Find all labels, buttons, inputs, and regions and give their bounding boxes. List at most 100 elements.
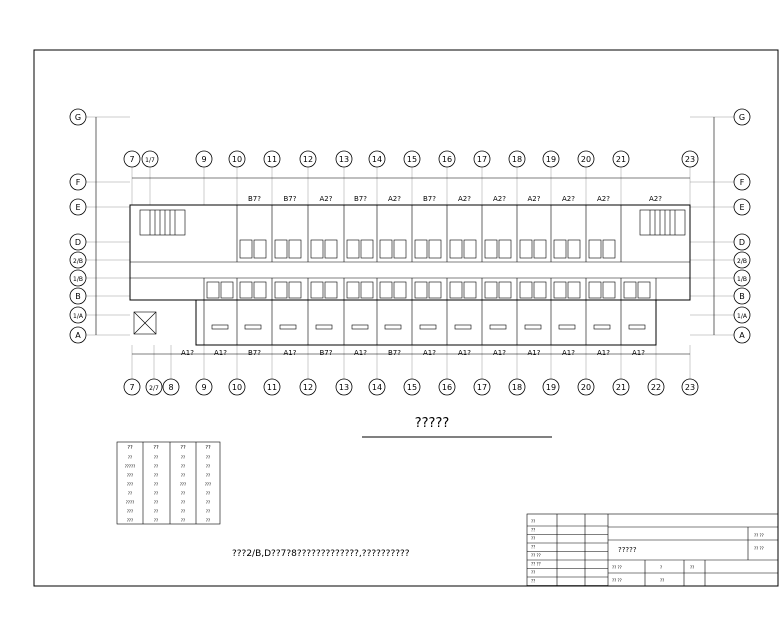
room-label: A2?: [493, 195, 506, 203]
axis-label: A: [75, 331, 81, 340]
bathroom-block: [463, 281, 477, 299]
axis-label: 7: [129, 383, 134, 392]
column-axis-bubble: 9: [195, 150, 213, 168]
column-axis-bubble: 11: [263, 378, 281, 396]
room-label: A2?: [458, 195, 471, 203]
legend-cell: ??: [206, 518, 210, 523]
legend-cell: ??: [154, 491, 158, 496]
axis-label: 14: [372, 155, 382, 164]
room-label: A1?: [632, 349, 645, 357]
bathroom-block: [567, 281, 581, 299]
column-axis-bubble: 7: [123, 378, 141, 396]
room-label: A2?: [320, 195, 333, 203]
row-axis-bubble: F: [733, 173, 751, 191]
drawing-note: ???2/B,D??7?8?????????????,??????????: [232, 549, 410, 559]
bathroom-block: [253, 281, 267, 299]
room-label: A1?: [493, 349, 506, 357]
title-block-label: ?? ??: [531, 562, 541, 567]
window-sill: [489, 324, 507, 330]
axis-label: A: [739, 331, 745, 340]
room-label: A1?: [214, 349, 227, 357]
axis-label: 2/B: [737, 258, 747, 265]
row-axis-bubble: 1/B: [733, 269, 751, 287]
bathroom-block: [449, 281, 463, 299]
bathroom-block: [498, 281, 512, 299]
column-axis-bubble: 10: [228, 150, 246, 168]
bathroom-block: [428, 281, 442, 299]
bathroom-block: [533, 239, 547, 259]
axis-label: 10: [232, 155, 242, 164]
column-axis-bubble: 20: [577, 150, 595, 168]
legend-header: ??: [205, 445, 211, 451]
column-axis-bubble: 16: [438, 378, 456, 396]
room-label: A2?: [649, 195, 662, 203]
bathroom-block: [239, 239, 253, 259]
row-axis-bubble: F: [69, 173, 87, 191]
row-axis-bubble: G: [733, 108, 751, 126]
axis-label: B: [75, 292, 81, 301]
axis-label: 9: [201, 155, 206, 164]
bathroom-block: [288, 281, 302, 299]
legend-header: ??: [180, 445, 186, 451]
legend-cell: ??: [206, 455, 210, 460]
bathroom-block: [414, 281, 428, 299]
row-axis-bubble: A: [733, 326, 751, 344]
bathroom-block: [498, 239, 512, 259]
axis-label: 21: [616, 383, 626, 392]
legend-cell: ??: [128, 491, 132, 496]
row-axis-bubble: 1/A: [69, 306, 87, 324]
axis-label: E: [75, 203, 80, 212]
axis-label: 17: [477, 155, 487, 164]
legend-cell: ??: [154, 509, 158, 514]
bathroom-block: [346, 281, 360, 299]
legend-cell: ??: [154, 464, 158, 469]
axis-label: E: [739, 203, 744, 212]
bathroom-block: [449, 239, 463, 259]
bathroom-block: [360, 281, 374, 299]
legend-header: ??: [127, 445, 133, 451]
bathroom-block: [553, 281, 567, 299]
room-label: A2?: [388, 195, 401, 203]
room-label: A2?: [562, 195, 575, 203]
legend-table: ????????????????????????????????????????…: [116, 441, 221, 525]
bathroom-block: [428, 239, 442, 259]
row-axis-bubble: B: [733, 287, 751, 305]
bathroom-block: [393, 239, 407, 259]
axis-label: 7: [129, 155, 134, 164]
column-axis-bubble: 22: [647, 378, 665, 396]
column-axis-bubble: 14: [368, 378, 386, 396]
legend-cell: ??: [154, 518, 158, 523]
column-axis-bubble: 10: [228, 378, 246, 396]
bathroom-block: [324, 281, 338, 299]
building-outline: [129, 204, 691, 301]
column-axis-bubble: 18: [508, 150, 526, 168]
title-block-bottom-2: ?? ??: [612, 578, 622, 583]
axis-label: 12: [303, 383, 313, 392]
legend-cell: ??: [154, 455, 158, 460]
axis-label: F: [76, 178, 81, 187]
axis-label: 11: [267, 383, 277, 392]
window-sill: [524, 324, 542, 330]
row-axis-bubble: B: [69, 287, 87, 305]
bathroom-block: [310, 281, 324, 299]
axis-label: 2/7: [149, 385, 159, 392]
bathroom-block: [588, 281, 602, 299]
axis-label: 21: [616, 155, 626, 164]
axis-label: 19: [546, 383, 556, 392]
legend-cell: ???: [127, 473, 133, 478]
title-block-project: ?????: [618, 546, 637, 554]
axis-label: 8: [168, 383, 173, 392]
room-label: B7?: [388, 349, 401, 357]
axis-label: 16: [442, 155, 452, 164]
axis-label: 10: [232, 383, 242, 392]
window-sill: [419, 324, 437, 330]
window-sill: [558, 324, 576, 330]
row-axis-bubble: D: [69, 233, 87, 251]
elevator-shaft: [133, 311, 157, 335]
axis-label: 20: [581, 383, 591, 392]
row-axis-bubble: 2/B: [733, 251, 751, 269]
